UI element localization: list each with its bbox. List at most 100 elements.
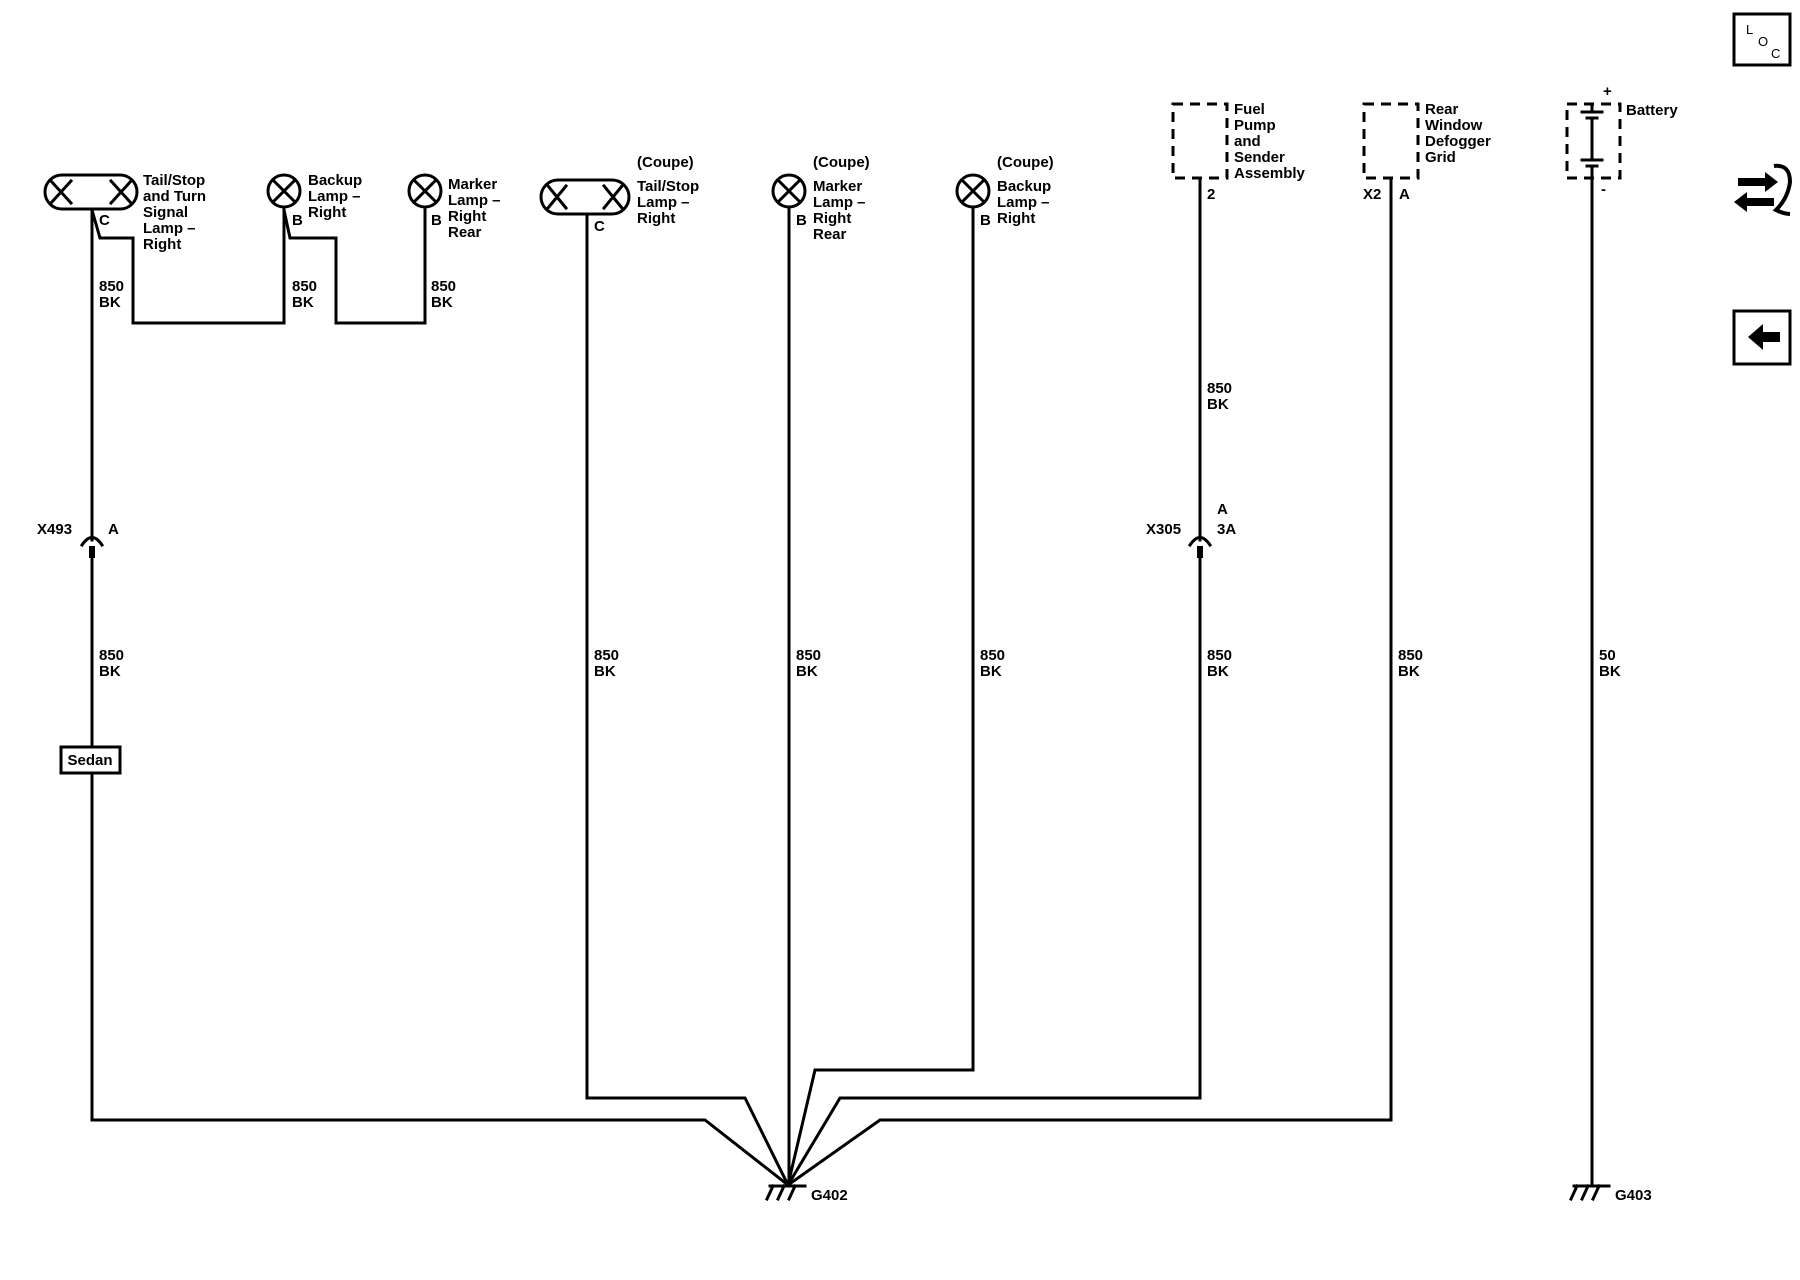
- loc-icon[interactable]: [1732, 12, 1792, 67]
- connector-female-icon: [1187, 536, 1213, 548]
- component-label: Tail/Stop and Turn Signal Lamp – Right: [143, 172, 210, 253]
- wire-lines: [90, 176, 1594, 1188]
- wire-color-label: BK: [292, 294, 314, 311]
- wire-color-label: BK: [1207, 663, 1229, 680]
- wire-circuit-label: 850: [1207, 380, 1232, 397]
- bulb-filament-icon: [48, 178, 134, 206]
- wire-circuit-label: 850: [1398, 647, 1423, 664]
- connector-pin-bottom: 3A: [1217, 521, 1236, 538]
- wire-color-label: BK: [1599, 663, 1621, 680]
- wrench-icon: [1772, 163, 1793, 216]
- backup-lamp-right-sedan: Backup Lamp – Right B: [266, 172, 366, 229]
- arrow-left-icon: [1748, 324, 1780, 350]
- wire-tail-backup-jumper: [90, 208, 286, 325]
- wire-color-label: BK: [1207, 396, 1229, 413]
- connector-female-icon: [79, 536, 105, 548]
- sedan-wire-labels: 850 BK 850 BK 850 BK 850 BK: [99, 278, 456, 680]
- variant-label: (Coupe): [813, 154, 870, 171]
- ground-g403: G403: [1569, 1184, 1652, 1204]
- loc-letter-o: O: [1758, 34, 1768, 49]
- pin-label: A: [1399, 186, 1410, 203]
- wire-color-label: BK: [594, 663, 616, 680]
- pin-label: B: [796, 212, 807, 229]
- wire-backup-marker-jumper: [282, 208, 427, 325]
- wire-circuit-label: 850: [99, 647, 124, 664]
- coupe-wire-labels: 850 BK 850 BK 850 BK: [594, 647, 1005, 680]
- wire-color-label: BK: [99, 294, 121, 311]
- marker-lamp-right-rear-sedan: Marker Lamp – Right Rear B: [407, 173, 505, 241]
- battery-minus: -: [1601, 181, 1606, 198]
- bulb-filament-icon: [270, 177, 298, 205]
- wire-circuit-label: 850: [980, 647, 1005, 664]
- wire-circuit-label: 850: [99, 278, 124, 295]
- wire-circuit-label: 850: [594, 647, 619, 664]
- component-label: Tail/Stop Lamp – Right: [637, 178, 703, 227]
- tail-stop-lamp-right-coupe: (Coupe) Tail/Stop Lamp – Right C: [539, 154, 703, 235]
- wire-circuit-label: 850: [796, 647, 821, 664]
- marker-lamp-right-rear-coupe: (Coupe) Marker Lamp – Right Rear B: [771, 154, 870, 243]
- wire-circuit-label: 50: [1599, 647, 1616, 664]
- connector-x305: X305 A 3A 850 BK: [1146, 501, 1236, 680]
- variant-label: (Coupe): [637, 154, 694, 171]
- option-box-label: Sedan: [67, 752, 112, 769]
- loc-button[interactable]: L O C: [1732, 12, 1792, 67]
- wire-coupe-tail-stop: [585, 212, 791, 1188]
- tail-stop-turn-lamp-right: Tail/Stop and Turn Signal Lamp – Right C: [43, 172, 210, 253]
- wire-sedan-to-g402: [90, 772, 791, 1188]
- bulb-filament-icon: [545, 183, 625, 211]
- back-button[interactable]: [1732, 309, 1792, 366]
- wire-color-label: BK: [796, 663, 818, 680]
- connector-pin: A: [108, 521, 119, 538]
- pin-label: B: [980, 212, 991, 229]
- wire-rear-defogger: [785, 176, 1393, 1188]
- option-box-frame: [59, 745, 122, 775]
- dual-bulb-lamp-icon: [43, 173, 139, 211]
- component-label: Marker Lamp – Right Rear: [448, 176, 505, 241]
- bulb-filament-icon: [411, 177, 439, 205]
- backup-lamp-right-coupe: (Coupe) Backup Lamp – Right B: [955, 154, 1055, 229]
- dual-bulb-lamp-icon: [539, 178, 631, 216]
- arrow-right-icon: [1738, 172, 1778, 192]
- ground-symbol-icon: [765, 1184, 807, 1201]
- ground-label: G402: [811, 1187, 848, 1204]
- variant-label: (Coupe): [997, 154, 1054, 171]
- component-label: Rear Window Defogger Grid: [1425, 101, 1495, 166]
- connector-x493: X493 A: [37, 521, 119, 558]
- component-label: Backup Lamp – Right: [308, 172, 366, 221]
- loc-letter-l: L: [1746, 22, 1753, 37]
- component-label: Backup Lamp – Right: [997, 178, 1055, 227]
- loc-letter-c: C: [1771, 46, 1780, 61]
- wire-color-label: BK: [980, 663, 1002, 680]
- connector-pin-top: A: [1217, 501, 1228, 518]
- wire-fuel-pump-lower: [785, 554, 1202, 1188]
- component-label: Fuel Pump and Sender Assembly: [1234, 101, 1306, 182]
- wire-circuit-label: 850: [431, 278, 456, 295]
- connector-male-icon: [89, 546, 95, 558]
- wire-color-label: BK: [99, 663, 121, 680]
- battery: + - Battery 50 BK: [1565, 83, 1678, 680]
- connector-name: X493: [37, 521, 72, 538]
- bulb-filament-icon: [959, 177, 987, 205]
- connector-male-icon: [1197, 546, 1203, 558]
- component-label: Battery: [1626, 102, 1678, 119]
- pin-label: 2: [1207, 186, 1215, 203]
- arrow-left-icon: [1734, 192, 1774, 212]
- ground-g402: G402: [765, 1184, 848, 1204]
- sedan-option-box: Sedan: [59, 745, 122, 775]
- wire-coupe-backup: [786, 206, 975, 1187]
- bulb-filament-icon: [775, 177, 803, 205]
- ground-symbol-icon: [1569, 1184, 1611, 1201]
- pin-label: C: [99, 212, 110, 229]
- wire-circuit-label: 850: [292, 278, 317, 295]
- wire-circuit-label: 850: [1207, 647, 1232, 664]
- component-label: Marker Lamp – Right Rear: [813, 178, 870, 243]
- pin-label: B: [431, 212, 442, 229]
- battery-cell-icon: [1580, 102, 1604, 180]
- connector-swap-button[interactable]: [1734, 163, 1793, 216]
- connector-name: X305: [1146, 521, 1181, 538]
- component-partial-box: [1362, 102, 1420, 180]
- component-partial-box: [1171, 102, 1229, 180]
- pin-label: B: [292, 212, 303, 229]
- pin-label: C: [594, 218, 605, 235]
